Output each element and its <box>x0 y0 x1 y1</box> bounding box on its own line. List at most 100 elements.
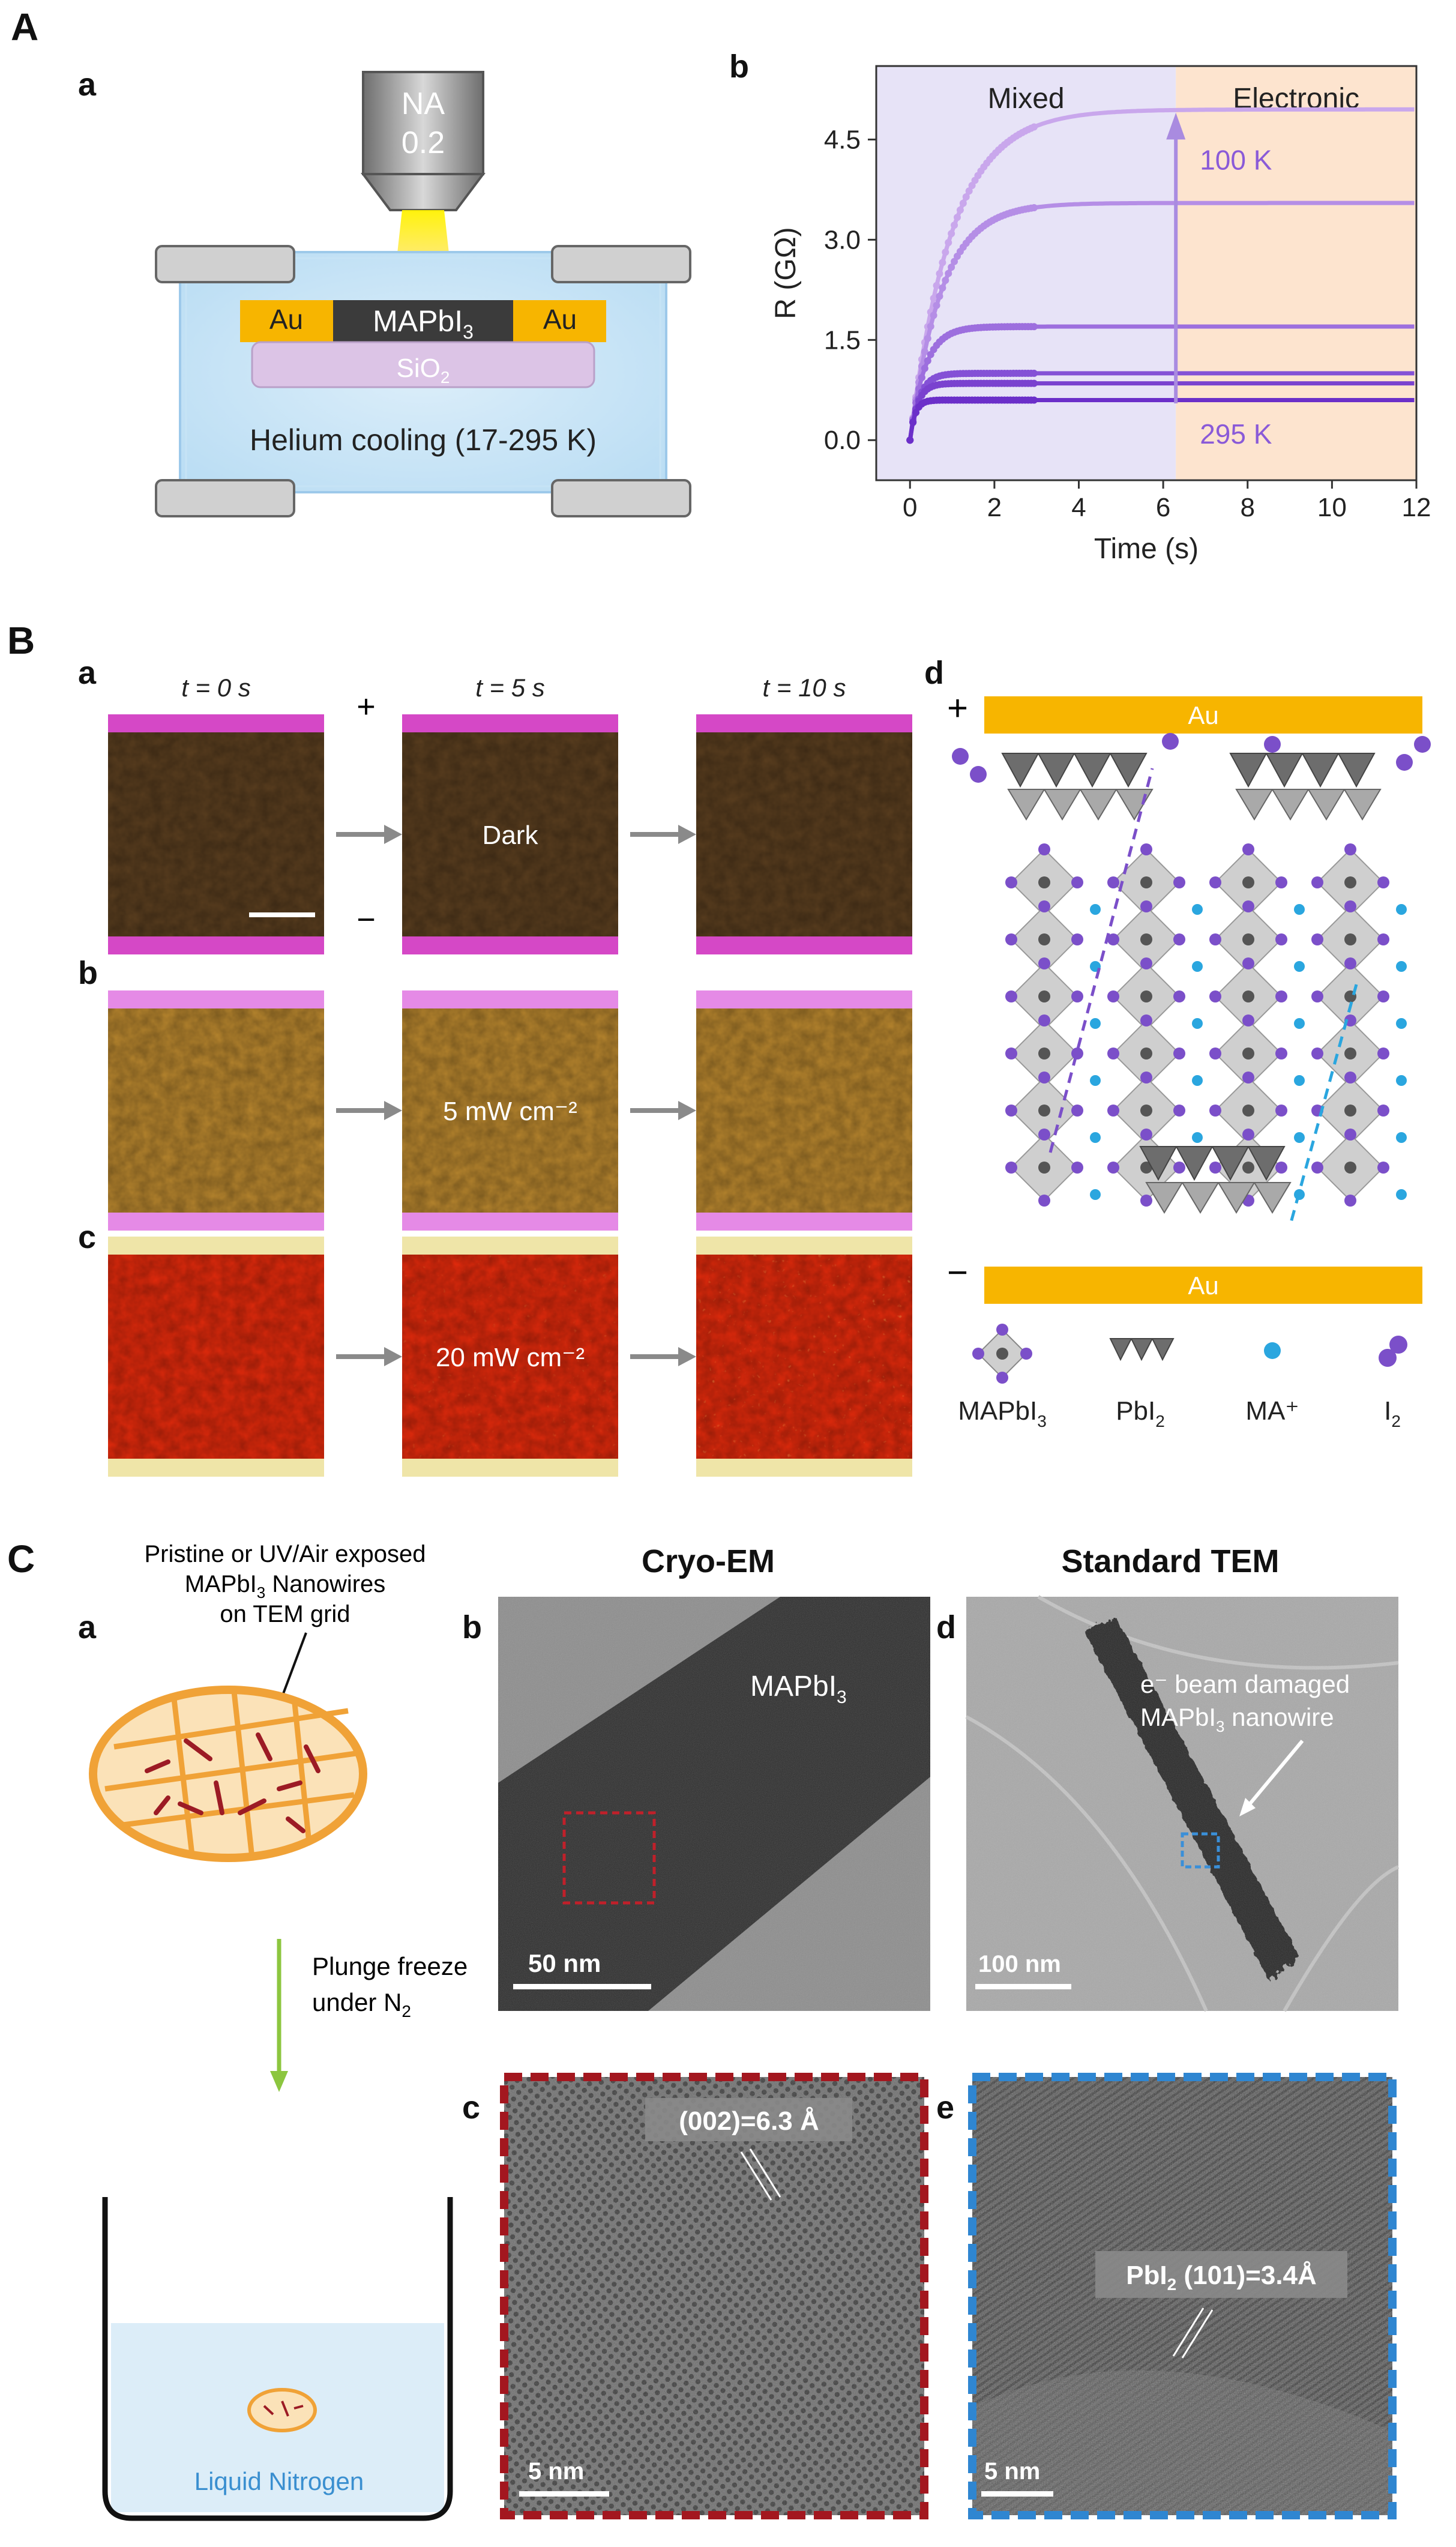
au-label-right: Au <box>543 304 577 335</box>
hrtem-standard-micrograph: PbI2 (101)=3.4Å 5 nm <box>968 2073 1397 2519</box>
legend-label-2: MA⁺ <box>1245 1396 1299 1426</box>
panel-label-Aa: a <box>78 67 97 103</box>
series-line-0 <box>907 107 1415 441</box>
cryo-em-micrograph: MAPbI3 50 nm <box>498 1597 930 2011</box>
hrtem-cryo-micrograph: (002)=6.3 Å 5 nm <box>500 2073 928 2519</box>
na-label: NA <box>402 86 445 121</box>
scale-bar-label: 50 nm <box>528 1949 601 1977</box>
legend-label-1: PbI2 <box>1116 1396 1165 1430</box>
time-header-0: t = 0 s <box>181 674 251 702</box>
series-line-3 <box>907 371 1415 441</box>
scale-bar <box>981 2491 1053 2497</box>
pbi2-sheet <box>1001 753 1039 788</box>
pbi2-sheet <box>1247 1146 1286 1181</box>
condition-label-1: 5 mW cm⁻² <box>443 1097 577 1126</box>
svg-text:Au: Au <box>1188 701 1218 729</box>
au-label-left: Au <box>269 304 303 335</box>
scale-bar <box>519 2491 609 2497</box>
scale-bar-label: 100 nm <box>978 1951 1061 1977</box>
liquid-nitrogen-label: Liquid Nitrogen <box>194 2467 364 2495</box>
pbi2-sheet <box>1211 1146 1250 1181</box>
i2-molecule <box>970 766 987 783</box>
tem-grid-icon <box>89 1686 367 1862</box>
mapbi3-label: MAPbI3 <box>373 304 474 343</box>
au-electrode-left <box>240 300 333 342</box>
plus-sign: + <box>947 688 968 728</box>
svg-text:Plunge freeze: Plunge freeze <box>312 1952 468 1980</box>
svg-text:Pristine or UV/Air exposed: Pristine or UV/Air exposed <box>144 1541 426 1567</box>
x-axis-label: Time (s) <box>1094 533 1199 565</box>
figure-label-C: C <box>7 1537 35 1581</box>
standard-tem-title: Standard TEM <box>1061 1543 1280 1579</box>
chart-region-0 <box>876 66 1176 480</box>
pbi2-sheet <box>1073 753 1112 788</box>
series-line-1 <box>907 200 1415 441</box>
pbi2-sheet <box>1265 753 1304 788</box>
svg-text:on TEM grid: on TEM grid <box>220 1601 350 1627</box>
i2-molecule <box>1162 733 1179 750</box>
scale-bar-label: 5 nm <box>984 2458 1040 2485</box>
panel-label-Ab: b <box>729 49 749 85</box>
figure-label-B: B <box>7 619 35 662</box>
pbi2-sheet <box>1139 1146 1178 1181</box>
y-tick-label: 4.5 <box>824 125 861 154</box>
x-tick-label: 8 <box>1241 493 1255 522</box>
time-header-2: t = 10 s <box>763 674 846 702</box>
objective-icon <box>362 71 484 175</box>
au-top-electrode <box>984 696 1422 734</box>
scale-bar-label: 5 nm <box>528 2458 584 2485</box>
figure-label-A: A <box>11 5 39 49</box>
liquid-nitrogen-dewar: Liquid Nitrogen <box>102 2197 453 2521</box>
panel-label-Bd: d <box>924 655 944 691</box>
pbi2-legend-icon <box>1130 1338 1154 1361</box>
x-tick-label: 6 <box>1156 493 1170 522</box>
panel-label-Bb: b <box>78 955 98 991</box>
mapbi3-label: MAPbI3 <box>750 1671 847 1707</box>
series-line-4 <box>907 381 1415 441</box>
y-tick-label: 3.0 <box>824 225 861 255</box>
panel-label-Ce: e <box>936 2090 955 2126</box>
x-tick-label: 2 <box>987 493 1002 522</box>
scale-bar <box>249 912 315 917</box>
roi-box-blue <box>1181 1832 1220 1869</box>
panel-label-Ca: a <box>78 1609 97 1645</box>
minus-sign: − <box>947 1252 968 1292</box>
ma-legend-icon <box>1264 1342 1281 1359</box>
roi-border-red <box>500 2073 928 2519</box>
panel-label-Cd: d <box>936 1609 956 1645</box>
panel-label-Ba: a <box>78 655 97 691</box>
plunge-freeze-schematic: Pristine or UV/Air exposed MAPbI3 Nanowi… <box>89 1541 468 2521</box>
time-header-1: t = 5 s <box>475 674 545 702</box>
x-tick-label: 10 <box>1317 493 1347 522</box>
x-tick-label: 12 <box>1402 493 1431 522</box>
au-bottom-electrode <box>984 1267 1422 1304</box>
condition-label-2: 20 mW cm⁻² <box>436 1343 585 1372</box>
plot-frame <box>875 65 1418 481</box>
roi-box-red <box>562 1811 656 1905</box>
lattice-spacing-label: (002)=6.3 Å <box>679 2106 819 2136</box>
standard-tem-micrograph: e⁻ beam damaged MAPbI3 nanowire 100 nm <box>965 1595 1400 2012</box>
annotation-100k: 100 K <box>1200 145 1272 176</box>
na-value: 0.2 <box>402 125 445 160</box>
x-tick-label: 0 <box>903 493 917 522</box>
scale-bar <box>513 1984 651 1989</box>
lattice-spacing-label: PbI2 (101)=3.4Å <box>1126 2261 1317 2294</box>
i2-molecule <box>952 748 969 765</box>
panel-label-Cb: b <box>462 1609 482 1645</box>
pbi2-legend-icon <box>1151 1338 1175 1361</box>
legend-label-3: I2 <box>1384 1396 1401 1430</box>
annotation-295k: 295 K <box>1200 418 1272 450</box>
panel-label-Bc: c <box>78 1219 97 1255</box>
y-tick-label: 0.0 <box>824 426 861 455</box>
series-line-5 <box>907 398 1415 441</box>
light-beam <box>396 210 450 264</box>
i2-legend-icon <box>1379 1349 1397 1367</box>
pbi2-sheet <box>1229 753 1268 788</box>
i2-molecule <box>1414 736 1431 753</box>
pbi2-sheet <box>1109 753 1148 788</box>
svg-text:e⁻ beam damaged: e⁻ beam damaged <box>1140 1670 1350 1698</box>
y-axis-label: R (GΩ) <box>770 227 802 319</box>
